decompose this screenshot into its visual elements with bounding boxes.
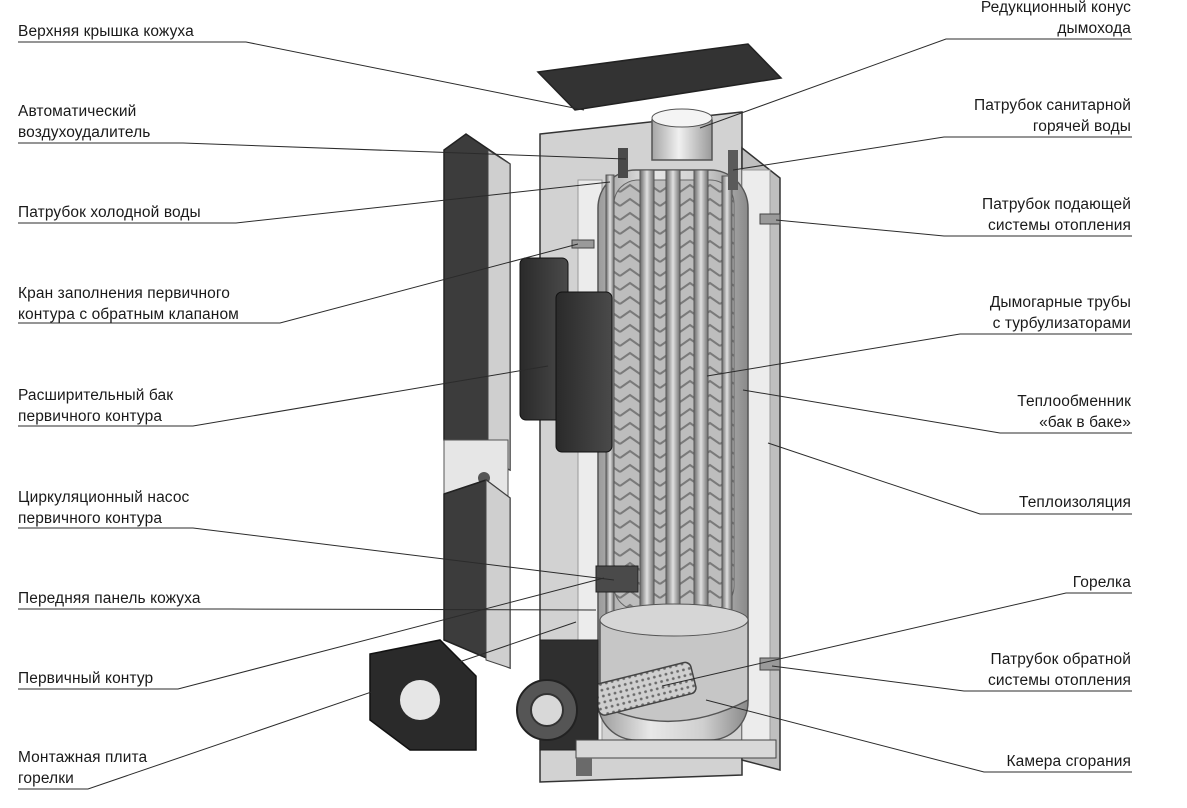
fire-tube-4 xyxy=(721,175,733,617)
front-panel-upper-side xyxy=(487,149,511,471)
label-combustion-chamber: Камера сгорания xyxy=(1006,751,1131,772)
leader-burner-plate xyxy=(18,621,577,790)
flue-cone-top xyxy=(651,108,713,128)
base-frame xyxy=(575,739,777,759)
base-foot xyxy=(576,758,592,776)
leader-burner xyxy=(661,592,1132,687)
supply-pipe-part xyxy=(759,213,781,225)
label-line: Редукционный конус xyxy=(980,0,1131,16)
label-line: Патрубок подающей xyxy=(982,196,1131,213)
label-line: Кран заполнения первичного xyxy=(18,285,230,302)
label-fill-valve: Кран заполнения первичного контура с обр… xyxy=(18,283,239,325)
top-cover-part xyxy=(536,43,783,111)
leader-heat-exchanger xyxy=(742,389,1132,434)
label-line: «бак в баке» xyxy=(1039,414,1131,431)
leader-expansion-tank xyxy=(18,365,549,427)
leader-front-panel xyxy=(18,608,597,611)
leader-cold-water-pipe xyxy=(18,181,611,224)
label-heating-return-pipe: Патрубок обратной системы отопления xyxy=(988,649,1131,691)
label-line: Камера сгорания xyxy=(1006,753,1131,770)
label-line: с турбулизаторами xyxy=(992,315,1131,332)
label-heat-exchanger: Теплообменник «бак в баке» xyxy=(1017,391,1131,433)
leader-fire-tubes xyxy=(706,333,1132,377)
label-line: Теплообменник xyxy=(1017,393,1131,410)
burner-cover-hole xyxy=(400,680,440,720)
label-cold-water-pipe: Патрубок холодной воды xyxy=(18,202,201,223)
label-line: Первичный контур xyxy=(18,670,154,687)
leader-heating-supply-pipe xyxy=(775,219,1132,237)
fire-tube-1 xyxy=(639,169,655,621)
return-pipe-part xyxy=(759,657,781,671)
label-burner-plate: Монтажная плита горелки xyxy=(18,747,147,789)
label-expansion-tank: Расширительный бак первичного контура xyxy=(18,385,173,427)
label-line: Расширительный бак xyxy=(18,387,174,404)
expansion-tank-part-2 xyxy=(555,291,613,453)
boiler-illustration xyxy=(369,43,783,783)
label-line: Верхняя крышка кожуха xyxy=(18,23,194,40)
label-line: Монтажная плита xyxy=(18,749,148,766)
label-line: Патрубок холодной воды xyxy=(18,204,201,221)
label-line: Автоматический xyxy=(18,103,137,120)
label-line: горелки xyxy=(18,770,74,787)
label-line: Циркуляционный насос xyxy=(18,489,190,506)
fire-tube-2 xyxy=(665,169,681,621)
label-heating-supply-pipe: Патрубок подающей системы отопления xyxy=(982,194,1131,236)
label-front-panel: Передняя панель кожуха xyxy=(18,588,201,609)
burner-fan-inner xyxy=(530,693,564,727)
label-fire-tubes: Дымогарные трубы с турбулизаторами xyxy=(990,292,1131,334)
label-line: Горелка xyxy=(1072,574,1131,591)
combustion-chamber-top xyxy=(599,603,749,637)
leader-combustion-chamber xyxy=(705,699,1132,773)
label-flue-cone: Редукционный конус дымохода xyxy=(981,0,1131,39)
label-line: Теплоизоляция xyxy=(1019,494,1131,511)
leader-circulation-pump xyxy=(18,527,615,581)
label-line: системы отопления xyxy=(987,217,1131,234)
fire-tube-3 xyxy=(693,169,709,621)
label-line: первичного контура xyxy=(18,408,163,425)
leader-top-cover xyxy=(18,41,585,111)
leader-heating-return-pipe xyxy=(771,665,1132,692)
leader-lines xyxy=(18,38,1132,790)
fill-valve-part xyxy=(571,239,595,249)
label-line: первичного контура xyxy=(18,510,163,527)
label-hot-water-pipe: Патрубок санитарной горячей воды xyxy=(974,95,1131,137)
label-top-cover: Верхняя крышка кожуха xyxy=(18,21,194,42)
label-line: Патрубок обратной xyxy=(990,651,1131,668)
leader-auto-air-vent xyxy=(18,142,627,160)
label-line: системы отопления xyxy=(987,672,1131,689)
label-line: дымохода xyxy=(1057,20,1131,37)
front-panel-lower-side xyxy=(485,479,511,669)
leader-hot-water-pipe xyxy=(732,136,1132,171)
label-primary-circuit: Первичный контур xyxy=(18,668,153,689)
leader-flue-cone xyxy=(699,38,1132,129)
label-insulation: Теплоизоляция xyxy=(1019,492,1131,513)
leader-primary-circuit xyxy=(18,577,605,690)
leader-fill-valve xyxy=(18,243,579,324)
label-line: Дымогарные трубы xyxy=(989,294,1131,311)
label-line: контура с обратным клапаном xyxy=(18,306,239,323)
label-line: Передняя панель кожуха xyxy=(18,590,201,607)
air-vent-part xyxy=(618,148,628,178)
label-auto-air-vent: Автоматический воздухоудалитель xyxy=(18,101,150,143)
label-circulation-pump: Циркуляционный насос первичного контура xyxy=(18,487,189,529)
label-line: воздухоудалитель xyxy=(18,124,151,141)
label-line: горячей воды xyxy=(1032,118,1131,135)
label-burner: Горелка xyxy=(1073,572,1131,593)
leader-insulation xyxy=(767,442,1132,515)
label-line: Патрубок санитарной xyxy=(974,97,1131,114)
